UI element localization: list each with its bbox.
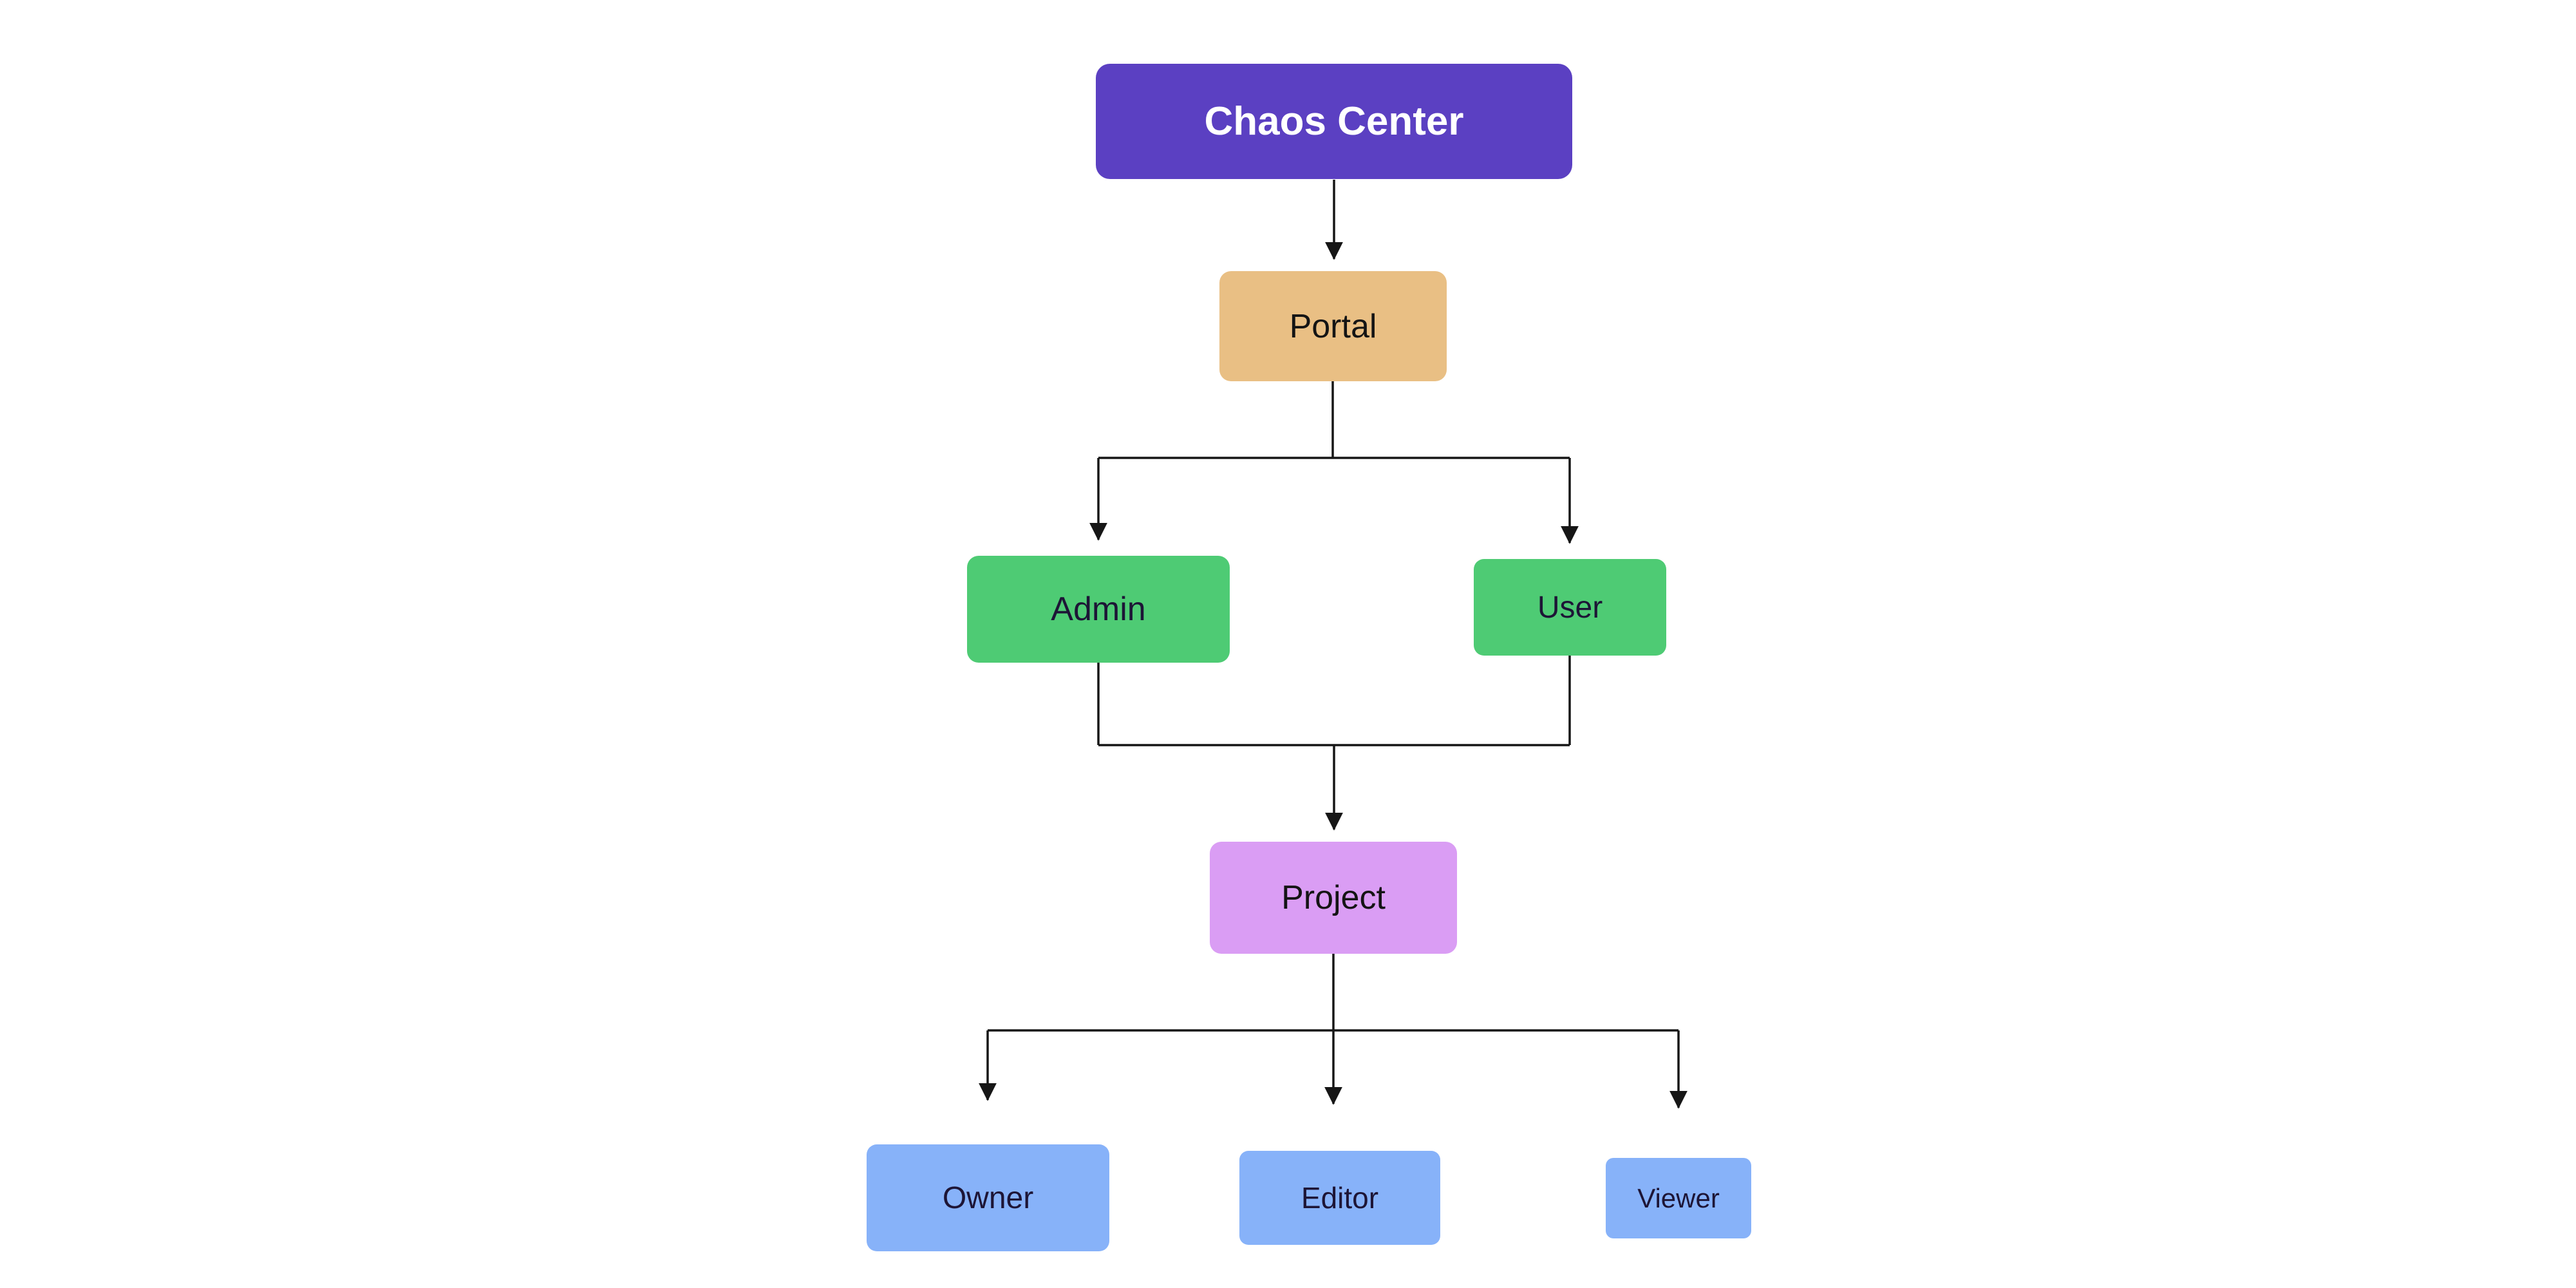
node-admin: Admin xyxy=(967,556,1230,663)
node-project: Project xyxy=(1210,842,1457,954)
node-viewer: Viewer xyxy=(1606,1158,1751,1238)
node-label-project: Project xyxy=(1281,879,1386,916)
node-label-editor: Editor xyxy=(1301,1181,1379,1215)
node-label-owner: Owner xyxy=(942,1180,1034,1215)
node-portal: Portal xyxy=(1219,271,1447,381)
node-owner: Owner xyxy=(867,1144,1109,1251)
node-editor: Editor xyxy=(1239,1151,1440,1245)
node-label-user: User xyxy=(1537,590,1603,625)
node-label-viewer: Viewer xyxy=(1637,1182,1720,1213)
node-label-admin: Admin xyxy=(1051,591,1146,628)
connector-group xyxy=(979,180,1688,1109)
node-label-chaos-center: Chaos Center xyxy=(1204,99,1464,144)
node-label-portal: Portal xyxy=(1289,307,1377,345)
node-chaos-center: Chaos Center xyxy=(1096,64,1572,179)
node-user: User xyxy=(1474,559,1666,656)
